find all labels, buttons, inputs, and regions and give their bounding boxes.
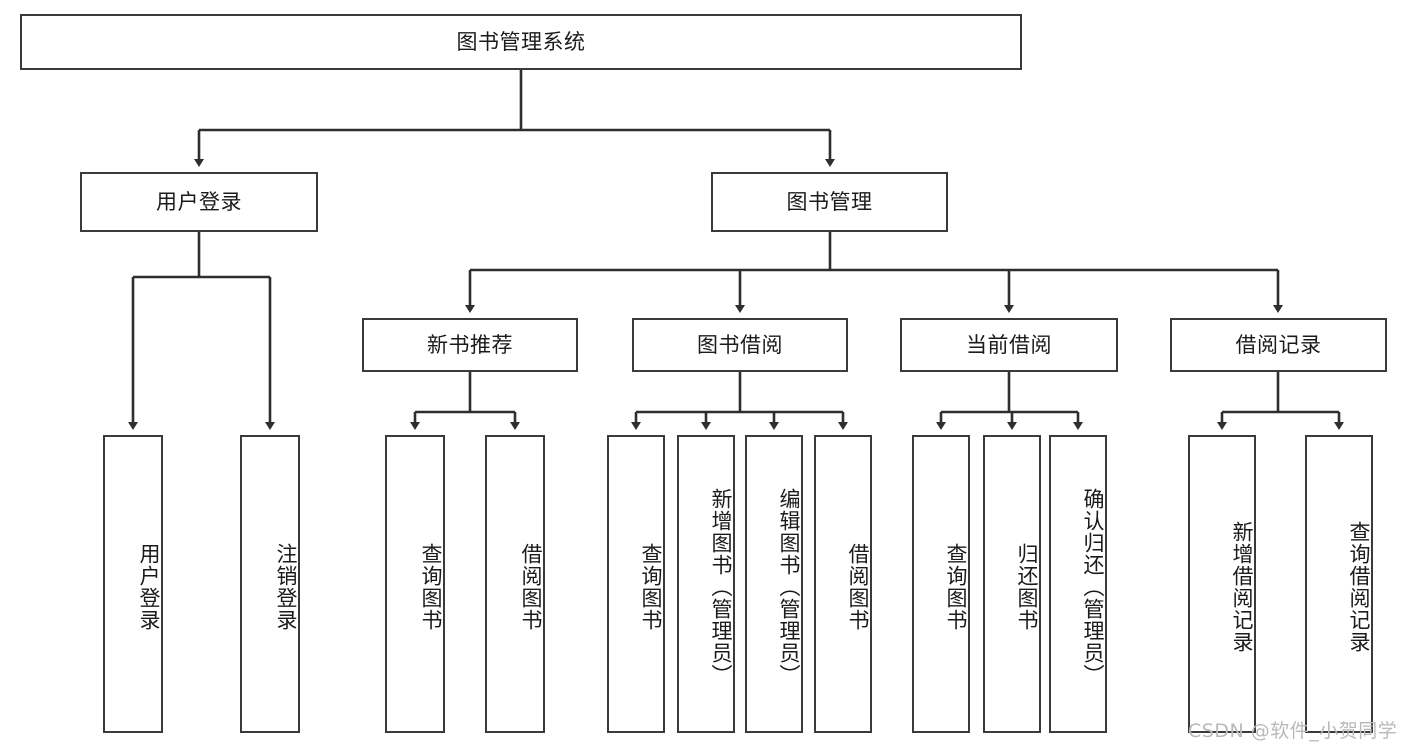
node-label: 新增借阅记录 — [1230, 521, 1254, 653]
leaf-node-编辑图书管理员[interactable]: 编辑图书（管理员） — [745, 435, 803, 733]
node-label: 新书推荐 — [427, 332, 513, 357]
level1-node-用户登录[interactable]: 用户登录 — [80, 172, 318, 232]
node-label: 用户登录 — [156, 189, 242, 214]
node-label: 注销登录 — [274, 543, 298, 631]
node-label: 用户登录 — [137, 543, 161, 631]
root-node-图书管理系统[interactable]: 图书管理系统 — [20, 14, 1022, 70]
level2-node-当前借阅[interactable]: 当前借阅 — [900, 318, 1118, 372]
leaf-node-用户登录[interactable]: 用户登录 — [103, 435, 163, 733]
node-label: 归还图书 — [1015, 543, 1039, 631]
level1-node-图书管理[interactable]: 图书管理 — [711, 172, 948, 232]
leaf-node-查询借阅记录[interactable]: 查询借阅记录 — [1305, 435, 1373, 733]
node-label: 新增图书（管理员） — [709, 488, 733, 686]
node-label: 查询借阅记录 — [1347, 521, 1371, 653]
level2-node-新书推荐[interactable]: 新书推荐 — [362, 318, 578, 372]
leaf-node-查询图书[interactable]: 查询图书 — [607, 435, 665, 733]
level2-node-图书借阅[interactable]: 图书借阅 — [632, 318, 848, 372]
leaf-node-查询图书[interactable]: 查询图书 — [385, 435, 445, 733]
node-label: 借阅图书 — [846, 543, 870, 631]
leaf-node-确认归还管理员[interactable]: 确认归还（管理员） — [1049, 435, 1107, 733]
leaf-node-新增图书管理员[interactable]: 新增图书（管理员） — [677, 435, 735, 733]
node-label: 借阅图书 — [519, 543, 543, 631]
node-label: 图书借阅 — [697, 332, 783, 357]
node-label: 借阅记录 — [1235, 332, 1322, 357]
node-label: 编辑图书（管理员） — [777, 488, 801, 686]
node-label: 查询图书 — [419, 543, 443, 631]
node-label: 查询图书 — [639, 543, 663, 631]
leaf-node-借阅图书[interactable]: 借阅图书 — [814, 435, 872, 733]
node-label: 查询图书 — [944, 543, 968, 631]
node-label: 图书管理 — [786, 189, 873, 214]
node-label: 当前借阅 — [966, 332, 1052, 357]
leaf-node-查询图书[interactable]: 查询图书 — [912, 435, 970, 733]
leaf-node-借阅图书[interactable]: 借阅图书 — [485, 435, 545, 733]
leaf-node-新增借阅记录[interactable]: 新增借阅记录 — [1188, 435, 1256, 733]
node-label: 图书管理系统 — [456, 29, 586, 54]
node-label: 确认归还（管理员） — [1081, 488, 1105, 686]
leaf-node-归还图书[interactable]: 归还图书 — [983, 435, 1041, 733]
leaf-node-注销登录[interactable]: 注销登录 — [240, 435, 300, 733]
level2-node-借阅记录[interactable]: 借阅记录 — [1170, 318, 1387, 372]
